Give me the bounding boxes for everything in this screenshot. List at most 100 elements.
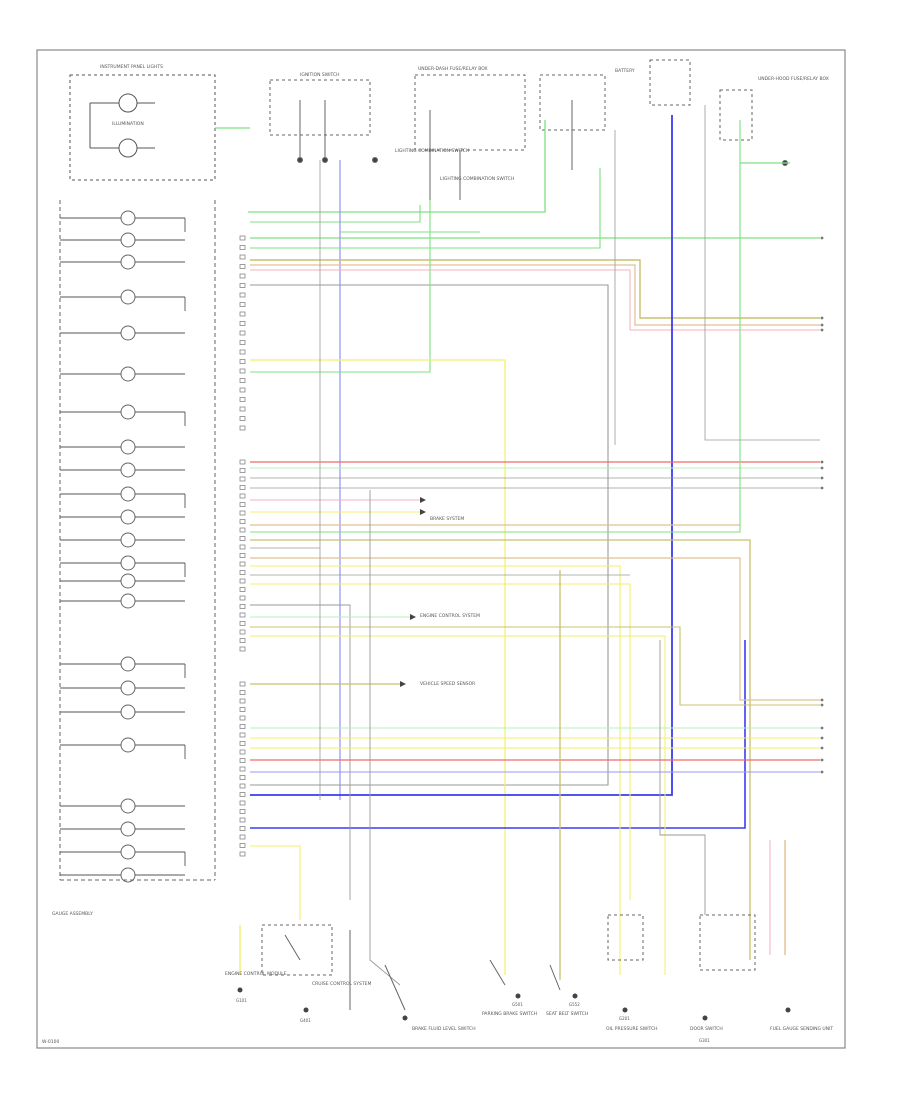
- under-hood-fuse-box: [719, 89, 788, 166]
- lighting-combo-label-1: LIGHTING COMBINATION SWITCH: [395, 148, 469, 154]
- connector-pin: [239, 519, 246, 524]
- ground-g501: G501: [512, 1002, 523, 1007]
- connector-pin: [239, 544, 246, 550]
- terminal-dot: [820, 460, 824, 464]
- connector-pin: [239, 485, 246, 490]
- connector-pin: [239, 387, 246, 393]
- terminal-dot: [820, 323, 824, 327]
- connector-pin: [239, 283, 246, 288]
- connector-pin: [239, 406, 246, 412]
- connector-pins: [239, 235, 246, 857]
- connector-pin: [239, 775, 246, 780]
- connector-pin: [239, 527, 246, 533]
- connector-pin: [239, 834, 246, 840]
- connector-pin: [239, 843, 246, 848]
- indicator-bulb: [60, 555, 186, 577]
- connector-pin: [239, 254, 246, 260]
- gauge-bulbs: [60, 210, 186, 883]
- connector-pin: [239, 273, 246, 279]
- indicator-bulb: [60, 532, 185, 548]
- connector-pin: [239, 595, 246, 601]
- diagram-frame: [36, 49, 846, 1049]
- indicator-bulb: [60, 232, 185, 248]
- connector-pin: [239, 621, 246, 626]
- battery-block: [539, 59, 691, 170]
- ground-g101: G101: [236, 998, 247, 1003]
- wire-yellow: [250, 845, 301, 920]
- terminal-dot: [820, 746, 824, 750]
- indicator-bulb: [60, 289, 186, 311]
- wire-green: [250, 200, 431, 373]
- fuse-box-top-label: UNDER-DASH FUSE/RELAY BOX: [418, 66, 488, 72]
- connector-pin: [239, 707, 246, 712]
- connector-pin: [239, 809, 246, 814]
- connector-pin: [239, 292, 246, 298]
- connector-arrow: [410, 614, 416, 620]
- connector-pin: [239, 578, 246, 584]
- connector-pin: [239, 749, 246, 755]
- terminal-dot: [820, 476, 824, 480]
- wire-olive: [250, 259, 820, 319]
- engine-control-label: ENGINE CONTROL SYSTEM: [420, 613, 480, 619]
- ground-g401: G401: [300, 1018, 311, 1023]
- connector-pin: [239, 425, 246, 431]
- connector-pin: [239, 800, 246, 806]
- connector-pin: [239, 604, 246, 609]
- under-dash-fuse-box: [372, 74, 526, 200]
- wire-olive: [250, 539, 751, 960]
- door-switch-label: DOOR SWITCH: [690, 1026, 723, 1032]
- terminal-dot: [820, 770, 824, 774]
- indicator-bulb: [60, 656, 186, 678]
- wire-gray: [704, 105, 820, 441]
- ignition-switch-label: IGNITION SWITCH: [300, 72, 340, 78]
- gauge-assembly-label: GAUGE ASSEMBLY: [52, 911, 93, 917]
- connector-pin: [239, 397, 246, 402]
- connector-pin: [239, 758, 246, 763]
- ground-g552: G552: [569, 1002, 580, 1007]
- terminal-dot: [820, 236, 824, 240]
- wire-gray: [250, 284, 609, 786]
- connector-pin: [239, 629, 246, 635]
- connector-pin: [239, 638, 246, 643]
- indicator-bulb: [60, 439, 185, 455]
- connector-arrow: [420, 497, 426, 503]
- wire-yellow: [250, 565, 621, 975]
- connector-pin: [239, 536, 246, 541]
- connector-pin: [239, 587, 246, 592]
- connector-pin: [239, 851, 246, 857]
- connector-pin: [239, 330, 246, 336]
- indicator-bulb: [60, 798, 185, 814]
- ground-g201: G201: [619, 1016, 630, 1021]
- terminal-dot: [820, 726, 824, 730]
- wire-green: [250, 120, 741, 533]
- gauge-lights-header: INSTRUMENT PANEL LIGHTS: [100, 64, 163, 70]
- wire-green: [250, 205, 421, 223]
- battery-label: BATTERY: [615, 68, 635, 74]
- wire-tan: [250, 557, 820, 701]
- indicator-bulb: [60, 867, 185, 883]
- connector-pin: [239, 359, 246, 364]
- indicator-bulb: [60, 737, 186, 759]
- indicator-bulb: [60, 325, 185, 341]
- vehicle-speed-label-1: VEHICLE SPEED SENSOR: [420, 681, 475, 687]
- connector-pin: [239, 732, 246, 738]
- indicator-bulb: [60, 366, 185, 382]
- ground-symbols: [237, 987, 791, 1021]
- connector-pin: [239, 416, 246, 421]
- footer-code: W-0100: [42, 1039, 59, 1045]
- indicator-bulb: [60, 593, 185, 609]
- indicator-bulb: [60, 486, 186, 508]
- connector-arrow: [420, 509, 426, 515]
- terminal-dot: [820, 316, 824, 320]
- connector-pin: [239, 646, 246, 652]
- connector-pin: [239, 235, 246, 241]
- connector-pin: [239, 510, 246, 516]
- wire-harness: [215, 105, 824, 986]
- connector-pin: [239, 321, 246, 326]
- wire-gray: [250, 604, 351, 900]
- engine-control-module-label: ENGINE CONTROL MODULE: [225, 971, 287, 977]
- indicator-bulb: [60, 404, 186, 426]
- connector-pin: [239, 766, 246, 772]
- terminal-dot: [820, 328, 824, 332]
